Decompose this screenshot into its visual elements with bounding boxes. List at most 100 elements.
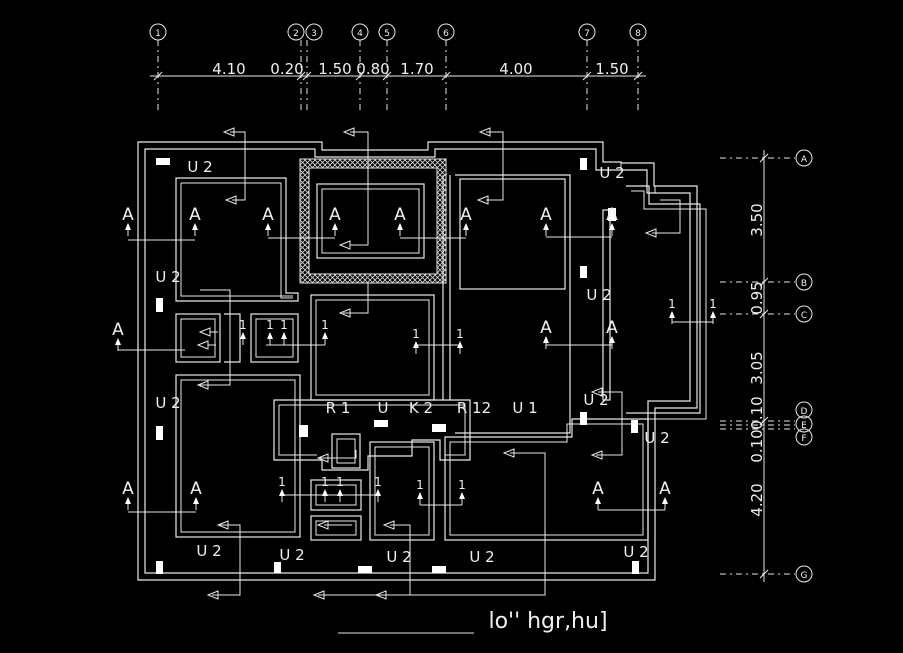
section-mark-a-label: A: [122, 205, 134, 225]
section-leaders: [118, 131, 713, 596]
column: [156, 561, 163, 574]
grid-bubble-1: 1: [149, 23, 167, 110]
dim-text: 3.05: [748, 351, 766, 384]
tag-u2: U 2: [644, 429, 669, 447]
beam-mark-1: 1: [336, 475, 344, 502]
column: [580, 266, 587, 278]
grid-bubble-E: E: [795, 415, 813, 433]
section-mark-a: A: [592, 479, 604, 510]
column: [358, 566, 372, 573]
beam-mark-1: 1: [458, 478, 466, 505]
column: [432, 424, 446, 432]
dim-text: 4.10: [212, 60, 245, 78]
grid-bubble-2: 2: [287, 23, 305, 110]
grid-bubble-7: 7: [578, 23, 596, 110]
element-tags: U 2 U 2 U 2 U 2 U 2 U 2 U 2 U 2 U 2 U 2 …: [155, 158, 669, 566]
tag-u2: U 2: [196, 542, 221, 560]
leader-arrow: [196, 340, 216, 350]
tag-u2: U 2: [386, 548, 411, 566]
dim-text: 3.50: [748, 203, 766, 236]
beam-mark-1-label: 1: [709, 297, 717, 311]
grid-label-2: 2: [293, 29, 299, 39]
tag-u2: U 2: [599, 164, 624, 182]
beam-mark-1-label: 1: [321, 318, 329, 332]
leader-arrow: [312, 590, 332, 600]
grid-bubble-C: C: [795, 305, 813, 323]
section-mark-a-label: A: [189, 205, 201, 225]
dim-text: 1.70: [400, 60, 433, 78]
grid-bubble-5: 5: [378, 23, 396, 110]
beam-mark-1: 1: [374, 475, 382, 502]
beam-mark-1-label: 1: [321, 475, 329, 489]
grid-bubble-3: 3: [305, 23, 323, 110]
leader-arrow: [374, 590, 394, 600]
section-mark-a: A: [460, 205, 472, 236]
section-mark-a: A: [122, 479, 134, 510]
beam-mark-1: 1: [239, 318, 247, 345]
section-mark-a: A: [606, 318, 618, 349]
grid-label-A: A: [801, 155, 808, 165]
column: [631, 420, 638, 433]
grid-label-G: G: [801, 571, 808, 581]
dim-text: 0.10: [748, 396, 766, 429]
leader-arrow: [224, 195, 244, 205]
tag-u2: U 2: [623, 543, 648, 561]
leader-arrow: [196, 380, 216, 390]
beam-mark-1-label: 1: [458, 478, 466, 492]
grid-label-B: B: [801, 279, 807, 289]
section-mark-a-label: A: [262, 205, 274, 225]
beam-mark-1-label: 1: [336, 475, 344, 489]
grid-bubble-B: B: [795, 273, 813, 291]
section-mark-a-label: A: [394, 205, 406, 225]
tag-u2: U 2: [469, 548, 494, 566]
beam-mark-1-label: 1: [456, 327, 464, 341]
dim-text: 1.50: [595, 60, 628, 78]
column: [432, 566, 446, 573]
beam-mark-1: 1: [266, 318, 274, 345]
dim-text: 0.95: [748, 281, 766, 314]
grid-label-C: C: [801, 311, 807, 321]
beam-mark-1: 1: [709, 297, 717, 324]
beam-mark-1: 1: [412, 327, 420, 354]
section-mark-a-label: A: [112, 320, 124, 340]
grid-label-8: 8: [635, 29, 641, 39]
tag-k2: K 2: [409, 399, 433, 417]
grid-bubble-G: G: [795, 565, 813, 583]
section-mark-a: A: [394, 205, 406, 236]
beam-mark-1: 1: [321, 475, 329, 502]
leader-arrow: [316, 520, 336, 530]
beam-mark-1-label: 1: [280, 318, 288, 332]
column: [156, 426, 163, 440]
tag-u2: U 2: [279, 546, 304, 564]
leader-arrow: [316, 453, 336, 463]
tag-u2: U 2: [586, 286, 611, 304]
column: [156, 298, 163, 312]
beam-mark-1: 1: [321, 318, 329, 345]
section-mark-a-label: A: [460, 205, 472, 225]
leader-arrow: [502, 448, 522, 458]
grid-label-3: 3: [311, 29, 317, 39]
section-mark-a: A: [659, 479, 671, 510]
beam-mark-1-label: 1: [266, 318, 274, 332]
leader-arrow: [478, 127, 498, 137]
leader-arrow: [198, 327, 218, 337]
section-mark-a: A: [190, 479, 202, 510]
dim-text: 4.00: [499, 60, 532, 78]
section-mark-a-label: A: [540, 205, 552, 225]
grid-label-6: 6: [443, 29, 449, 39]
leader-arrow: [206, 590, 226, 600]
leader-arrows: [196, 127, 664, 600]
section-mark-a: A: [122, 205, 134, 236]
section-mark-a-label: A: [659, 479, 671, 499]
dim-text: 4.20: [748, 483, 766, 516]
beam-mark-1-label: 1: [412, 327, 420, 341]
column: [632, 561, 639, 574]
drawing-title-text: lo'' hgr,hu]: [488, 609, 607, 634]
dim-text: 0.80: [356, 60, 389, 78]
section-mark-a-label: A: [606, 318, 618, 338]
grid-label-F: F: [801, 434, 806, 444]
beam-mark-1: 1: [668, 297, 676, 324]
tag-r12: R 12: [457, 399, 491, 417]
